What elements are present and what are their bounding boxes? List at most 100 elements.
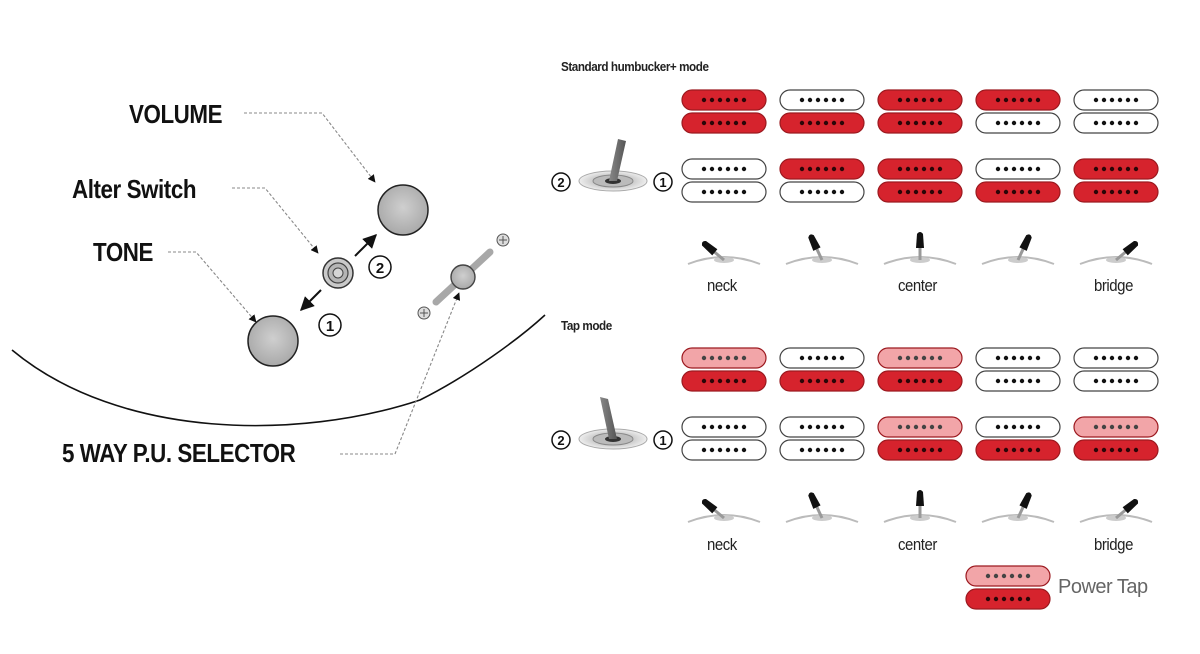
pole-piece — [741, 120, 747, 126]
pole-piece — [921, 189, 927, 195]
alter-switch[interactable] — [322, 257, 354, 289]
pole-piece — [815, 424, 821, 430]
pickup-coil-top — [877, 89, 963, 111]
pole-piece — [1019, 355, 1025, 361]
pole-piece — [725, 166, 731, 172]
pole-piece — [717, 189, 723, 195]
pole-piece — [701, 166, 707, 172]
pole-piece — [897, 447, 903, 453]
volume-knob[interactable] — [377, 184, 429, 236]
tap-pickup-row2 — [681, 416, 767, 461]
pole-piece — [929, 355, 935, 361]
pole-piece — [1117, 447, 1123, 453]
pole-piece — [1117, 424, 1123, 430]
pole-piece — [1035, 166, 1041, 172]
pickup-coil-bottom — [1073, 112, 1159, 134]
pole-piece — [831, 355, 837, 361]
pole-piece — [897, 378, 903, 384]
pole-piece — [725, 447, 731, 453]
tap-toggle-switch[interactable] — [578, 397, 648, 450]
pole-piece — [995, 378, 1001, 384]
pole-piece — [1001, 573, 1007, 579]
pole-piece — [733, 189, 739, 195]
selector-leader — [340, 292, 461, 455]
pole-piece — [709, 189, 715, 195]
pickup-coil-top — [681, 347, 767, 369]
pole-piece — [815, 97, 821, 103]
pole-piece — [1017, 573, 1023, 579]
power-tap-label: Power Tap — [1058, 576, 1148, 598]
pole-piece — [1133, 189, 1139, 195]
alter-pos-1-badge — [318, 313, 342, 337]
pole-piece — [905, 166, 911, 172]
tone-leader — [168, 251, 257, 323]
pole-piece — [741, 378, 747, 384]
pickup-coil-top — [1073, 347, 1159, 369]
pole-piece — [741, 97, 747, 103]
pole-piece — [1093, 378, 1099, 384]
pole-piece — [815, 120, 821, 126]
pole-piece — [985, 573, 991, 579]
tap-selector-position-icon — [981, 492, 1055, 523]
pole-piece — [717, 378, 723, 384]
pole-piece — [741, 447, 747, 453]
pole-piece — [741, 355, 747, 361]
pole-piece — [725, 424, 731, 430]
pole-piece — [1093, 447, 1099, 453]
pole-piece — [799, 97, 805, 103]
pole-piece — [1011, 120, 1017, 126]
pickup-coil-bottom — [975, 439, 1061, 461]
pole-piece — [717, 355, 723, 361]
pole-piece — [937, 424, 943, 430]
pole-piece — [1093, 120, 1099, 126]
pole-piece — [839, 166, 845, 172]
pole-piece — [1125, 447, 1131, 453]
pickup-coil-top — [779, 347, 865, 369]
pole-piece — [1035, 447, 1041, 453]
pole-piece — [831, 189, 837, 195]
pole-piece — [1035, 97, 1041, 103]
pole-piece — [1125, 355, 1131, 361]
pole-piece — [807, 355, 813, 361]
pole-piece — [733, 97, 739, 103]
standard-toggle-switch[interactable] — [578, 139, 648, 192]
pole-piece — [1109, 355, 1115, 361]
pole-piece — [1011, 189, 1017, 195]
tap-pickup-row1 — [681, 347, 767, 392]
pole-piece — [1117, 189, 1123, 195]
pole-piece — [1003, 120, 1009, 126]
pickup-coil-bottom — [975, 370, 1061, 392]
pole-piece — [1093, 424, 1099, 430]
pickup-coil-bottom — [779, 112, 865, 134]
pole-piece — [799, 166, 805, 172]
pole-piece — [733, 424, 739, 430]
pole-piece — [1109, 424, 1115, 430]
tap-pickup-row1 — [877, 347, 963, 392]
pole-piece — [815, 355, 821, 361]
guitar-body-outline — [11, 314, 546, 427]
pole-piece — [995, 97, 1001, 103]
alter-pos-2-text: 2 — [376, 260, 384, 277]
pole-piece — [717, 120, 723, 126]
pole-piece — [929, 166, 935, 172]
five-way-selector[interactable] — [432, 248, 494, 306]
pole-piece — [913, 424, 919, 430]
pole-piece — [725, 189, 731, 195]
pole-piece — [921, 97, 927, 103]
position-label: center — [898, 276, 937, 295]
pole-piece — [1093, 189, 1099, 195]
pole-piece — [1019, 189, 1025, 195]
pole-piece — [709, 378, 715, 384]
pickup-coil-top — [975, 89, 1061, 111]
pickup-coil-top — [877, 347, 963, 369]
selector-screw-top-icon — [496, 233, 510, 247]
pole-piece — [995, 166, 1001, 172]
pickup-coil-top — [975, 416, 1061, 438]
pole-piece — [709, 120, 715, 126]
pole-piece — [1035, 355, 1041, 361]
tone-knob[interactable] — [247, 315, 299, 367]
pickup-coil-bottom — [1073, 439, 1159, 461]
pole-piece — [733, 120, 739, 126]
pole-piece — [741, 424, 747, 430]
pole-piece — [807, 189, 813, 195]
